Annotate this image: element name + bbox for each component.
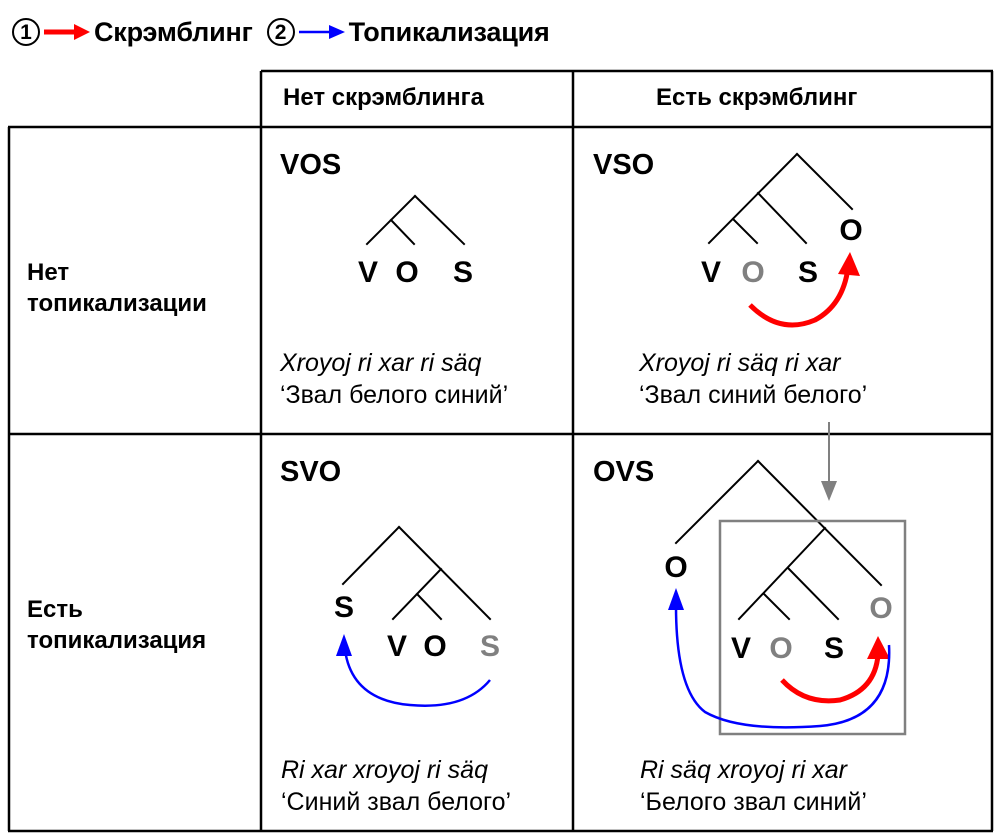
tree-branch <box>756 191 808 245</box>
topicalization-arrow-svo <box>336 634 491 707</box>
leaf-s: S <box>823 632 845 665</box>
tree-branch <box>707 152 799 245</box>
legend: 1 Скрэмблинг 2 Топикализация <box>12 14 564 50</box>
tree-branch <box>389 218 416 246</box>
row-header-line: Есть <box>27 596 83 623</box>
tree-branch <box>762 592 791 621</box>
leaf-v: V <box>386 630 408 663</box>
word-order-label-svo: SVO <box>280 456 342 488</box>
leaf-s-moved: S <box>333 591 355 624</box>
example-translation: ‘Звал синий белого’ <box>639 381 868 409</box>
tree-branch <box>341 525 401 586</box>
tree-branch <box>413 194 466 246</box>
legend-item-topicalization: 2 Топикализация <box>266 16 550 48</box>
tree-vos <box>365 194 466 246</box>
legend-label: Топикализация <box>348 16 550 47</box>
tree-vso <box>707 152 854 245</box>
example-sentence: Xroyoj ri säq ri xar <box>639 349 841 377</box>
example-translation: ‘Белого звал синий’ <box>640 788 867 816</box>
leaf-o: O <box>395 256 419 289</box>
example-sentence: Xroyoj ri xar ri säq <box>280 349 482 377</box>
tree-branch <box>795 152 854 211</box>
red-arrow-icon <box>44 24 90 40</box>
blue-arrow-icon <box>298 25 345 39</box>
word-order-label-vos: VOS <box>280 149 342 181</box>
tree-branch <box>415 592 443 621</box>
tree-branch <box>737 526 827 621</box>
leaf-v: V <box>700 256 722 289</box>
example-vos: Xroyoj ri xar ri säq ‘Звал белого синий’ <box>280 347 508 411</box>
leaf-o-trace: O <box>769 632 793 665</box>
tree-branch <box>391 567 443 621</box>
tree-branch <box>397 525 492 621</box>
embedded-clause-box <box>718 519 907 736</box>
tree-svo <box>341 525 492 621</box>
leaf-s-trace: S <box>479 630 501 663</box>
tree-branch <box>786 566 840 621</box>
leaf-s: S <box>452 256 474 289</box>
leaf-o-scrambled-trace: O <box>869 592 893 625</box>
word-order-label-vso: VSO <box>593 149 655 181</box>
row-header-line: топикализация <box>27 627 207 654</box>
example-vso: Xroyoj ri säq ri xar ‘Звал синий белого’ <box>639 347 867 411</box>
legend-number: 2 <box>266 18 295 46</box>
row-header-line: Нет <box>27 259 70 286</box>
row-header-no-topicalization: Нет топикализации <box>27 257 207 319</box>
legend-item-scrambling: 1 Скрэмблинг <box>12 17 253 48</box>
row-header-topicalization: Есть топикализация <box>27 594 206 656</box>
leaf-o-topic: O <box>664 551 688 584</box>
leaf-s: S <box>797 256 819 289</box>
legend-label: Скрэмблинг <box>94 16 253 47</box>
tree-ovs <box>674 459 883 621</box>
gray-derivation-arrow <box>821 422 837 501</box>
example-ovs: Ri säq xroyoj ri xar ‘Белого звал синий’ <box>640 754 867 818</box>
example-translation: ‘Синий звал белого’ <box>281 788 512 816</box>
example-sentence: Ri xar xroyoj ri säq <box>281 756 488 784</box>
tree-branch <box>674 459 760 545</box>
leaf-o-trace: O <box>741 256 765 289</box>
leaf-v: V <box>730 632 752 665</box>
leaf-o: O <box>423 630 447 663</box>
tree-branch <box>756 459 883 587</box>
legend-number: 1 <box>12 18 40 46</box>
leaf-o-moved: O <box>839 214 863 247</box>
example-translation: ‘Звал белого синий’ <box>280 381 509 409</box>
example-sentence: Ri säq xroyoj ri xar <box>640 756 847 784</box>
row-header-line: топикализации <box>27 290 207 317</box>
leaf-v: V <box>357 256 379 289</box>
tree-branch <box>365 194 417 246</box>
column-header-no-scrambling: Нет скрэмблинга <box>283 84 484 111</box>
word-order-label-ovs: OVS <box>593 456 655 488</box>
column-header-scrambling: Есть скрэмблинг <box>656 84 858 111</box>
example-svo: Ri xar xroyoj ri säq ‘Синий звал белого’ <box>281 754 511 818</box>
tree-branch <box>731 217 759 245</box>
